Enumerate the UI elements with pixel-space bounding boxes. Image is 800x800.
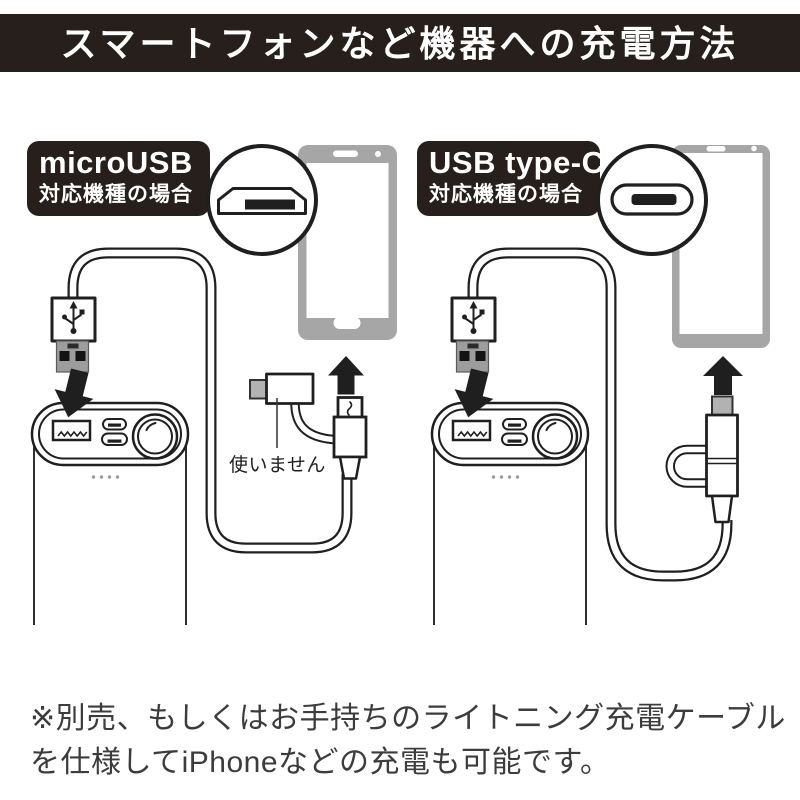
footer-note-line1: ※別売、もしくはお手持ちのライトニング充電ケーブル xyxy=(30,702,786,735)
usb-a-connector-icon xyxy=(450,296,497,374)
smartphone-icon xyxy=(298,145,397,340)
tether-cable-icon xyxy=(290,402,334,445)
usb-a-connector-icon xyxy=(50,296,97,374)
microusb-port-icon xyxy=(217,187,307,215)
title-banner: スマートフォンなど機器への充電方法 xyxy=(0,14,800,72)
microusb-label-box: microUSB 対応機種の場合 xyxy=(27,141,210,216)
up-arrow-icon xyxy=(703,356,743,395)
power-bank-icon xyxy=(30,401,190,627)
microusb-plug-icon xyxy=(332,396,368,480)
panel-usb-type-c-diagram xyxy=(430,144,770,627)
footer-note-line2: を仕様してiPhoneなどの充電も可能です。 xyxy=(30,746,611,779)
usb-type-c-label-box: USB type-C 対応機種の場合 xyxy=(417,141,605,216)
usb-c-port-icon xyxy=(610,183,694,216)
up-arrow-icon xyxy=(328,356,364,395)
charging-cable-icon xyxy=(67,247,353,554)
power-bank-icon xyxy=(430,401,590,627)
type-c-adapter-icon xyxy=(249,372,315,405)
microusb-label-title: microUSB xyxy=(39,145,193,180)
microusb-port-callout xyxy=(206,144,318,256)
microusb-label-subtitle: 対応機種の場合 xyxy=(39,183,193,206)
usb-type-c-label-title: USB type-C xyxy=(429,145,605,180)
usb-c-port-callout xyxy=(596,144,708,256)
tether-cable-icon xyxy=(665,444,710,488)
panel-microusb-diagram xyxy=(30,144,397,627)
type-c-adapter-on-plug-icon xyxy=(705,395,739,524)
page-title: スマートフォンなど機器への充電方法 xyxy=(60,23,740,64)
not-used-note: 使いません xyxy=(229,455,326,476)
usb-type-c-label-subtitle: 対応機種の場合 xyxy=(429,183,583,206)
charging-cable-icon xyxy=(467,247,733,582)
footer-note: ※別売、もしくはお手持ちのライトニング充電ケーブル を仕様してiPhoneなどの… xyxy=(30,697,790,785)
